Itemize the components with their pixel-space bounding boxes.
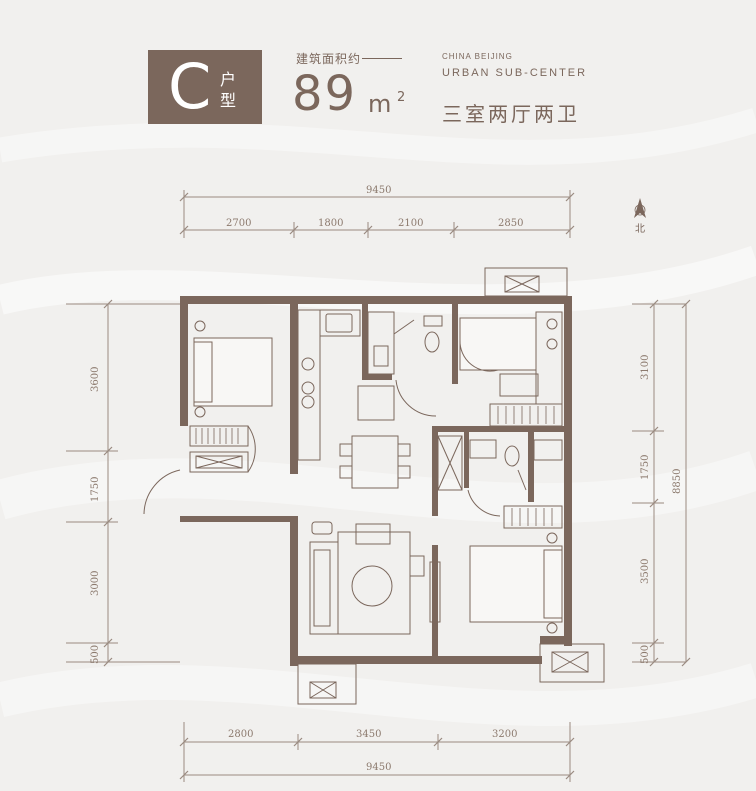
- dim-top-1: 2700: [226, 218, 251, 229]
- dim-left-3: 3000: [90, 571, 101, 596]
- windows: [181, 297, 561, 663]
- unit-char-2: 型: [220, 91, 237, 110]
- area-label: 建筑面积约: [296, 52, 362, 66]
- north-label: 北: [635, 223, 645, 235]
- dim-bottom-3: 3200: [492, 729, 517, 740]
- layout-name: 三室两厅两卫: [442, 102, 580, 126]
- dim-left-4: 500: [90, 645, 101, 664]
- dim-right-3: 3500: [640, 559, 651, 584]
- dim-top-total: 9450: [366, 185, 391, 196]
- balcony-bottom-right: [539, 643, 605, 683]
- dimension-ticks: [103, 192, 691, 780]
- unit-letter: C: [168, 50, 212, 123]
- unit-char-1: 户: [220, 70, 237, 89]
- dimension-lines: [66, 190, 687, 782]
- dim-right-2: 1750: [640, 455, 651, 480]
- area-unit-superscript: 2: [397, 90, 406, 105]
- furniture: [143, 309, 563, 635]
- dim-bottom-1: 2800: [228, 729, 253, 740]
- area-unit: m: [368, 90, 392, 118]
- dim-top-2: 1800: [318, 218, 343, 229]
- dim-left-2: 1750: [90, 477, 101, 502]
- balcony-bottom-left: [297, 663, 357, 705]
- dim-left-1: 3600: [90, 367, 101, 392]
- dim-right-total: 8850: [672, 469, 683, 494]
- tagline-city: CHINA BEIJING: [442, 52, 513, 61]
- walls: [180, 296, 572, 666]
- dim-right-4: 500: [640, 645, 651, 664]
- dim-right-1: 3100: [640, 355, 651, 380]
- dim-bottom-2: 3450: [356, 729, 381, 740]
- north-arrow-icon: [634, 198, 646, 218]
- dim-top-3: 2100: [398, 218, 423, 229]
- area-divider: [362, 58, 402, 59]
- dim-bottom-total: 9450: [366, 762, 391, 773]
- unit-type-badge: C 户 型: [148, 50, 262, 124]
- tagline-center: URBAN SUB-CENTER: [442, 67, 588, 79]
- area-value: 89: [292, 66, 358, 122]
- dim-top-4: 2850: [498, 218, 523, 229]
- balcony-top: [484, 267, 568, 297]
